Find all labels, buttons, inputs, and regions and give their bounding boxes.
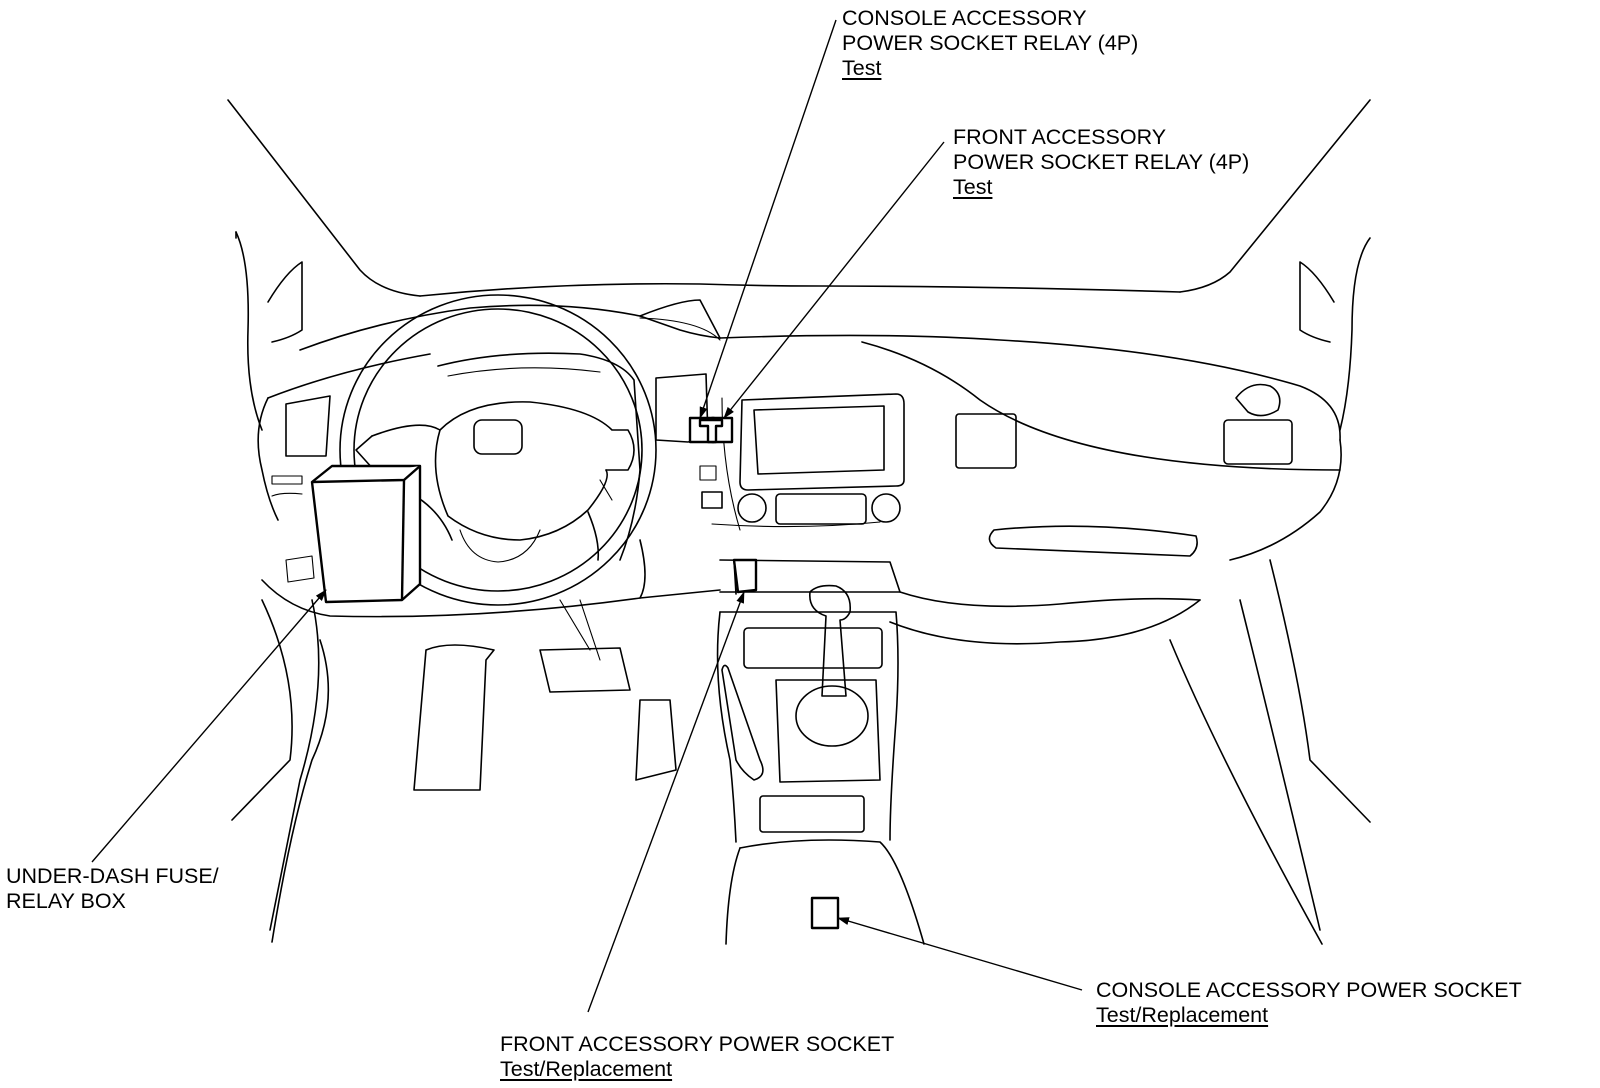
leader-front-socket [587,591,745,1013]
dashboard-upper [257,282,1342,561]
callout-console-relay: CONSOLE ACCESSORY POWER SOCKET RELAY (4P… [842,6,1138,81]
callout-fuse-box-line-2: RELAY BOX [6,889,126,913]
floor-lines [271,639,1323,945]
callout-front-relay: FRONT ACCESSORY POWER SOCKET RELAY (4P) … [953,125,1249,200]
callout-front-relay-line-2: POWER SOCKET RELAY (4P) [953,150,1250,174]
pedals [413,599,677,791]
callout-front-relay-line-1: FRONT ACCESSORY [953,125,1167,149]
center-stack [655,373,1293,557]
leader-console-socket [837,917,1083,991]
console-socket-test-replacement-link[interactable]: Test/Replacement [1096,1003,1269,1027]
callout-console-socket-line-1: CONSOLE ACCESSORY POWER SOCKET [1096,978,1522,1002]
left-door-frame [231,231,320,931]
leader-fuse-box [91,589,327,863]
instrument-cluster [437,352,641,561]
front-relay-test-link[interactable]: Test [953,175,993,199]
callout-fuse-box: UNDER-DASH FUSE/ RELAY BOX [6,864,219,914]
center-console [716,584,925,945]
left-vent [271,395,331,583]
fuse-relay-box [310,464,422,604]
steering-wheel [339,294,657,606]
leader-front-relay [723,141,945,419]
front-socket-test-replacement-link[interactable]: Test/Replacement [500,1057,673,1081]
callout-front-socket-line-1: FRONT ACCESSORY POWER SOCKET [500,1032,895,1056]
console-relay-test-link[interactable]: Test [842,56,882,80]
windshield-pillars [227,99,1371,297]
callout-console-relay-line-2: POWER SOCKET RELAY (4P) [842,31,1139,55]
callout-console-socket: CONSOLE ACCESSORY POWER SOCKET Test/Repl… [1096,978,1522,1028]
leader-lines [91,19,1083,1013]
relay-pair [688,416,734,444]
leader-console-relay [699,19,837,419]
callout-fuse-box-line-1: UNDER-DASH FUSE/ [6,864,219,888]
callout-front-socket: FRONT ACCESSORY POWER SOCKET Test/Replac… [500,1032,894,1082]
callout-console-relay-line-1: CONSOLE ACCESSORY [842,6,1087,30]
right-door-frame [1239,237,1371,931]
lower-dash [261,539,1201,645]
